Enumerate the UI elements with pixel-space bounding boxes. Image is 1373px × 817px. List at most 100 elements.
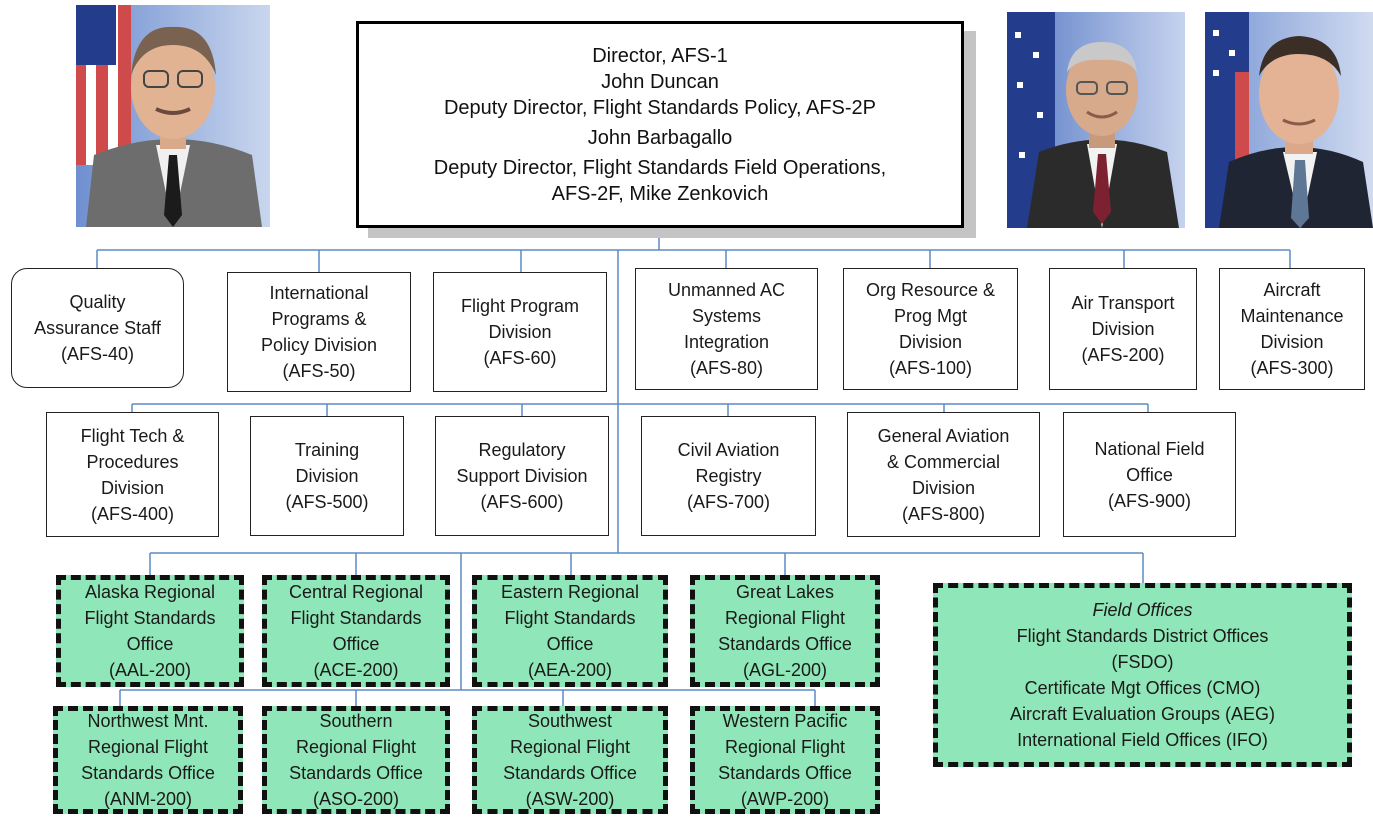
region-box-aea-200: Eastern Regional Flight Standards Office… (472, 575, 668, 687)
box-label: International (269, 283, 369, 303)
box-label: Standards Office (289, 763, 423, 783)
box-label: Regional Flight (87, 737, 209, 757)
portrait-photo-right (1205, 12, 1373, 228)
org-box-afs-300: Aircraft Maintenance Division (AFS-300) (1219, 268, 1365, 390)
org-box-afs-600: Regulatory Support Division (AFS-600) (435, 416, 609, 536)
box-label: Integration (683, 332, 770, 352)
director-line: Deputy Director, Flight Standards Field … (433, 156, 887, 179)
org-box-afs-60: Flight Program Division (AFS-60) (433, 272, 607, 392)
box-label: Flight Standards (504, 608, 636, 628)
director-line: AFS-2F, Mike Zenkovich (551, 182, 769, 205)
box-label: Regional Flight (724, 608, 846, 628)
box-label: Org Resource & (865, 280, 996, 300)
org-box-afs-400: Flight Tech & Procedures Division (AFS-4… (46, 412, 219, 537)
org-box-afs-80: Unmanned AC Systems Integration (AFS-80) (635, 268, 818, 390)
box-label: Civil Aviation (677, 440, 780, 460)
box-label: Division (898, 332, 963, 352)
org-box-afs-900: National Field Office (AFS-900) (1063, 412, 1236, 537)
box-label: Registry (695, 466, 762, 486)
box-label: Standards Office (503, 763, 637, 783)
box-label: Great Lakes (735, 582, 835, 602)
box-label: Alaska Regional (84, 582, 216, 602)
box-label: (ACE-200) (313, 660, 399, 680)
box-label: (AFS-600) (480, 492, 564, 512)
org-box-afs-40: Quality Assurance Staff (AFS-40) (11, 268, 184, 388)
field-offices-title: Field Offices (1092, 600, 1193, 620)
box-label: Quality (69, 292, 126, 312)
box-label: (AFS-200) (1081, 345, 1165, 365)
portrait-photo-center-right (1007, 12, 1185, 228)
box-label: Programs & (271, 309, 367, 329)
box-label: (FSDO) (1111, 652, 1174, 672)
box-label: Central Regional (288, 582, 424, 602)
box-label: Regional Flight (295, 737, 417, 757)
region-box-agl-200: Great Lakes Regional Flight Standards Of… (690, 575, 880, 687)
box-label: Regional Flight (509, 737, 631, 757)
box-label: Standards Office (718, 634, 852, 654)
box-label: Support Division (456, 466, 588, 486)
director-box: Director, AFS-1 John Duncan Deputy Direc… (356, 21, 964, 228)
box-label: & Commercial (886, 451, 1001, 472)
box-label: (AFS-80) (689, 358, 763, 378)
director-line: John Barbagallo (587, 126, 733, 149)
field-offices-box: Field Offices Flight Standards District … (933, 583, 1352, 767)
box-label: Regional Flight (724, 737, 846, 757)
box-label: (AFS-900) (1107, 490, 1192, 511)
region-box-aso-200: Southern Regional Flight Standards Offic… (262, 706, 450, 814)
box-label: (AWP-200) (740, 789, 830, 809)
box-label: (AFS-700) (686, 492, 771, 512)
box-label: (AFS-800) (901, 503, 986, 524)
box-label: Southern (319, 711, 393, 731)
box-label: (AGL-200) (742, 660, 828, 680)
box-label: Flight Tech & (80, 425, 185, 446)
box-label: Office (1126, 464, 1173, 485)
box-label: Aircraft Evaluation Groups (AEG) (1009, 704, 1276, 724)
box-label: (AFS-100) (888, 358, 973, 378)
org-box-afs-200: Air Transport Division (AFS-200) (1049, 268, 1197, 390)
box-label: Maintenance (1240, 306, 1344, 326)
box-label: Southwest (527, 711, 613, 731)
box-label: (AFS-300) (1250, 358, 1334, 378)
box-label: National Field (1094, 438, 1205, 459)
box-label: Division (1091, 319, 1155, 339)
box-label: (AFS-500) (285, 492, 369, 512)
org-box-afs-800: General Aviation & Commercial Division (… (847, 412, 1040, 537)
box-label: Prog Mgt (893, 306, 968, 326)
region-box-awp-200: Western Pacific Regional Flight Standard… (690, 706, 880, 814)
box-label: Division (100, 477, 165, 498)
box-label: Office (126, 634, 174, 654)
box-label: (AFS-400) (90, 503, 175, 524)
box-label: (AAL-200) (108, 660, 192, 680)
box-label: Assurance Staff (34, 318, 161, 338)
box-label: General Aviation (877, 425, 1010, 446)
box-label: Air Transport (1071, 293, 1175, 313)
director-line: John Duncan (601, 70, 719, 93)
org-box-afs-700: Civil Aviation Registry (AFS-700) (641, 416, 816, 536)
director-line: Deputy Director, Flight Standards Policy… (443, 96, 877, 119)
box-label: Standards Office (718, 763, 852, 783)
box-label: Division (911, 477, 976, 498)
box-label: (AFS-50) (282, 361, 356, 381)
box-label: Northwest Mnt. (87, 711, 209, 731)
box-label: Eastern Regional (500, 582, 640, 602)
box-label: (ASW-200) (525, 789, 615, 809)
box-label: (ASO-200) (312, 789, 400, 809)
box-label: Procedures (86, 451, 179, 472)
box-label: Regulatory (478, 440, 566, 460)
box-label: Unmanned AC (667, 280, 786, 300)
box-label: International Field Offices (IFO) (1017, 730, 1268, 750)
box-label: Training (294, 440, 360, 460)
region-box-ace-200: Central Regional Flight Standards Office… (262, 575, 450, 687)
box-label: Flight Standards (290, 608, 422, 628)
box-label: Flight Standards District Offices (1016, 626, 1269, 646)
box-label: Division (1260, 332, 1324, 352)
box-label: Flight Program (460, 296, 580, 316)
org-box-afs-500: Training Division (AFS-500) (250, 416, 404, 536)
region-box-aal-200: Alaska Regional Flight Standards Office … (56, 575, 244, 687)
org-box-afs-50: International Programs & Policy Division… (227, 272, 411, 392)
box-label: Office (332, 634, 380, 654)
box-label: Certificate Mgt Offices (CMO) (1024, 678, 1261, 698)
org-box-afs-100: Org Resource & Prog Mgt Division (AFS-10… (843, 268, 1018, 390)
box-label: Flight Standards (84, 608, 216, 628)
